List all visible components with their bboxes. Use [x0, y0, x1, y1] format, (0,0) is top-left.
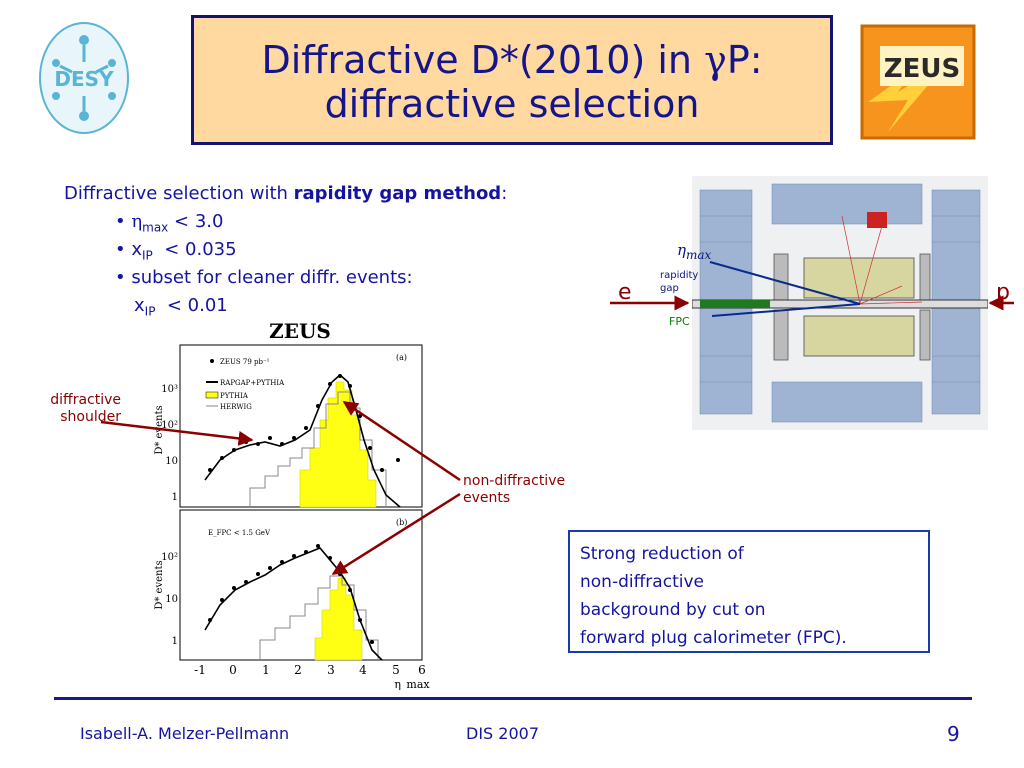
detector-fpc-label: FPC: [669, 315, 690, 328]
plot-experiment-label: ZEUS: [269, 320, 331, 343]
footer-conference: DIS 2007: [466, 724, 539, 743]
arrow-nondiff-b: [331, 492, 461, 576]
legend-rapgap: RAPGAP+PYTHIA: [220, 379, 285, 387]
cut-xip: • xIP < 0.035: [115, 239, 237, 263]
panel-b-cut: E_FPC < 1.5 GeV: [208, 529, 271, 537]
detector-eta-max-label: ηmax: [677, 241, 712, 262]
cut-eta-max: • ηmax < 3.0: [115, 211, 224, 235]
ytick-a-1000: 10³: [161, 384, 178, 395]
desy-logo-text: DESY: [54, 67, 114, 91]
desy-logo: DESY: [36, 18, 132, 138]
ytick-b-1: 1: [172, 636, 178, 647]
callout-fpc-reduction: Strong reduction of non-diffractive back…: [568, 530, 930, 653]
xtick-3: 3: [327, 663, 335, 677]
zeus-detector-diagram: [691, 176, 989, 430]
legend-data: ZEUS 79 pb⁻¹: [220, 358, 270, 366]
annotation-diffractive-shoulder: diffractive shoulder: [50, 392, 121, 425]
slide-title: Diffractive D*(2010) in γP: diffractive …: [191, 15, 833, 145]
detector-rapidity-gap-label: rapidity gap: [660, 270, 699, 294]
arrow-shoulder: [100, 420, 254, 446]
footer-divider: [54, 697, 972, 700]
cut-xip-subset: xIP < 0.01: [134, 295, 228, 319]
plot-ylabel-b: D* events: [154, 560, 165, 609]
arrow-nondiff-a: [342, 400, 461, 482]
zeus-logo-text: ZEUS: [884, 54, 960, 84]
ytick-b-100: 10²: [161, 552, 178, 563]
eta-max-plot: ZEUS D* events D* events 10³ 10² 10 1 10…: [150, 319, 440, 691]
ytick-b-10: 10: [165, 594, 178, 605]
zeus-logo: ZEUS: [858, 22, 986, 150]
selection-intro: Diffractive selection with rapidity gap …: [64, 183, 508, 204]
beam-arrows: [610, 295, 1014, 311]
ytick-a-100: 10²: [161, 420, 178, 431]
footer-author: Isabell-A. Melzer-Pellmann: [80, 724, 290, 743]
beam-electron-label: e: [618, 280, 632, 305]
xtick-5: 5: [392, 663, 400, 677]
ytick-a-1: 1: [172, 492, 178, 503]
xtick-4: 4: [359, 663, 367, 677]
title-line-2: diffractive selection: [324, 82, 700, 126]
xtick-1: 1: [262, 663, 270, 677]
legend-pythia: PYTHIA: [220, 392, 249, 400]
xtick-0: 0: [229, 663, 237, 677]
ytick-a-10: 10: [165, 456, 178, 467]
plot-xlabel: η_max: [394, 678, 430, 690]
xtick-6: 6: [418, 663, 426, 677]
title-line-1: Diffractive D*(2010) in γP:: [261, 38, 763, 82]
xtick-2: 2: [294, 663, 302, 677]
panel-b-label: (b): [396, 518, 407, 527]
legend-herwig: HERWIG: [220, 403, 252, 411]
footer-page-number: 9: [947, 722, 960, 746]
xtick-m1: -1: [194, 663, 206, 677]
panel-a-label: (a): [396, 353, 407, 362]
cut-subset: • subset for cleaner diffr. events:: [115, 267, 413, 288]
annotation-non-diffractive: non-diffractive events: [463, 473, 566, 506]
